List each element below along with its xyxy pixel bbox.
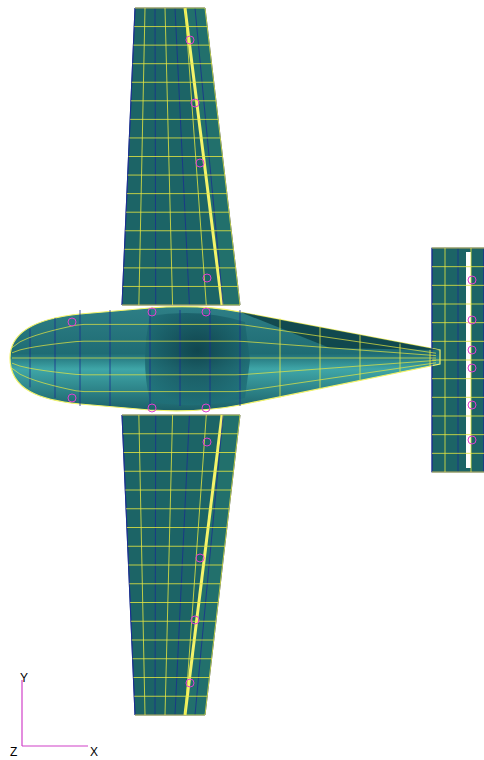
mesh-line [432, 285, 484, 286]
horizontal-tail [432, 248, 484, 472]
mesh-line [132, 640, 214, 641]
attachment-point [191, 616, 199, 624]
attachment-point [468, 346, 476, 354]
mesh-line [128, 546, 225, 547]
mesh-line [124, 249, 233, 250]
mesh-line [127, 527, 227, 528]
mesh-line [135, 715, 205, 716]
attachment-point [196, 159, 204, 167]
fuselage [10, 307, 440, 411]
attachment-point [186, 679, 194, 687]
mesh-line [12, 324, 436, 353]
attachment-point [202, 308, 210, 316]
mesh-line [123, 433, 238, 434]
attachment-point [468, 401, 476, 409]
mesh-line [125, 490, 231, 491]
mesh-line [432, 266, 484, 267]
attachment-point [148, 404, 156, 412]
mesh-line [127, 193, 227, 194]
mesh-line [134, 696, 207, 697]
mesh-line [131, 100, 216, 101]
mesh-line [128, 175, 225, 176]
mesh-line [12, 341, 436, 355]
attachment-point [68, 394, 76, 402]
mesh-line [12, 358, 436, 359]
axis-label: X [90, 746, 98, 758]
mesh-line [432, 304, 484, 305]
attachment-point [468, 364, 476, 372]
attachment-point [148, 308, 156, 316]
mesh-line [432, 453, 484, 454]
mesh-line [133, 45, 209, 46]
mesh-line [133, 63, 212, 64]
mesh-line [131, 621, 216, 622]
mesh-line [129, 565, 223, 566]
mesh-line [129, 137, 220, 138]
mesh-line [122, 415, 240, 416]
mesh-line [129, 156, 223, 157]
mesh-lines [12, 8, 484, 715]
mesh-line [125, 230, 231, 231]
mesh-line [432, 416, 484, 417]
mesh-line [133, 677, 209, 678]
mesh-line [12, 363, 436, 392]
mesh-line [132, 82, 214, 83]
mesh-line [432, 322, 484, 323]
attachment-point [468, 276, 476, 284]
mesh-line [122, 305, 240, 306]
attachment-point [468, 316, 476, 324]
mesh-line [124, 471, 233, 472]
mesh-line [133, 658, 212, 659]
upper-wing [122, 8, 240, 305]
mesh-line [126, 508, 229, 509]
attachment-point [196, 554, 204, 562]
mesh-line [432, 248, 484, 249]
attachment-point [186, 36, 194, 44]
mesh-line [432, 434, 484, 435]
attachment-point [203, 274, 211, 282]
lower-wing [122, 415, 240, 715]
mesh-line [135, 8, 205, 9]
attachment-point [68, 318, 76, 326]
axis-label: Z [10, 746, 17, 758]
mesh-line [130, 119, 218, 120]
mesh-line [432, 341, 484, 342]
axis-triad [22, 680, 88, 746]
attachment-points [68, 36, 476, 687]
attachment-point [202, 404, 210, 412]
mesh-line [432, 360, 484, 361]
mesh-line [432, 397, 484, 398]
mesh-line [123, 286, 238, 287]
mesh-line [130, 602, 218, 603]
mesh-line [432, 378, 484, 379]
mesh-line [124, 452, 236, 453]
mesh-line [432, 472, 484, 473]
attachment-point [203, 438, 211, 446]
mesh-line [126, 212, 229, 213]
mesh-line [12, 360, 436, 374]
attachment-point [468, 436, 476, 444]
attachment-point [191, 99, 199, 107]
mesh-line [129, 583, 220, 584]
mesh-line [134, 26, 207, 27]
mesh-line [124, 267, 236, 268]
axis-label: Y [20, 672, 28, 684]
